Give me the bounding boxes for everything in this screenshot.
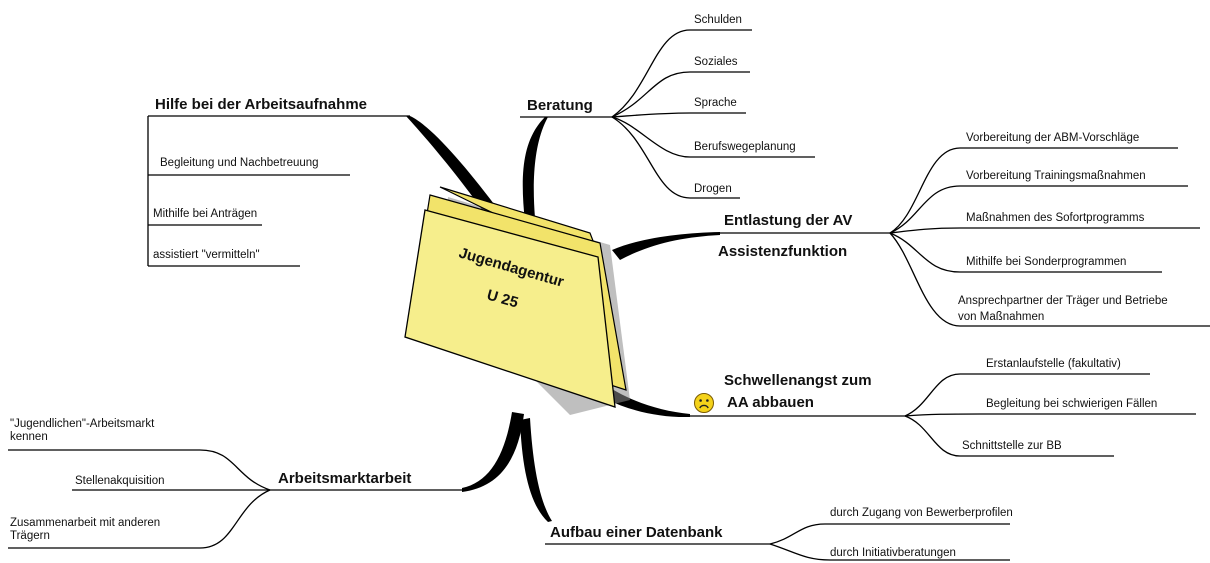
entlastung-item-2: Vorbereitung Trainingsmaßnahmen (966, 170, 1146, 182)
branch-arbeitsmarkt-connector (462, 412, 524, 492)
entlastung-item-6: von Maßnahmen (958, 311, 1045, 323)
branch-datenbank-connector (520, 418, 552, 522)
branch-entlastung-connector (612, 232, 720, 260)
branch-entlastung-title: Entlastung der AV (724, 212, 853, 229)
folder-front (404, 209, 616, 408)
schwellen-item-1: Erstanlaufstelle (fakultativ) (986, 358, 1121, 370)
branch-beratung-connector (522, 117, 548, 222)
beratung-item-3: Sprache (694, 97, 737, 109)
arbeitsmarkt-item-2: Stellenakquisition (75, 475, 165, 487)
branch-schwellen-title-line2: AA abbauen (727, 394, 814, 411)
entlastung-item-3: Maßnahmen des Sofortprogramms (966, 212, 1145, 224)
hilfe-item-2: Mithilfe bei Anträgen (153, 208, 258, 220)
branch-entlastung-subtitle: Assistenzfunktion (718, 243, 848, 260)
datenbank-item-1: durch Zugang von Bewerberprofilen (830, 507, 1013, 519)
entlastung-item-5: Ansprechpartner der Träger und Betriebe (958, 295, 1168, 307)
beratung-item-1: Schulden (694, 14, 742, 26)
beratung-item-2: Soziales (694, 56, 738, 68)
branch-hilfe-connector (406, 116, 500, 218)
sad-face-icon (694, 393, 714, 413)
schwellen-item-3: Schnittstelle zur BB (962, 440, 1062, 452)
arbeitsmarkt-item-1: "Jugendlichen"-Arbeitsmarkt kennen (10, 418, 155, 444)
hilfe-item-1: Begleitung und Nachbetreuung (160, 157, 319, 169)
branch-datenbank-title: Aufbau einer Datenbank (550, 524, 723, 541)
branch-schwellen-title-line1: Schwellenangst zum (724, 372, 872, 389)
arbeitsmarkt-item-3: Zusammenarbeit mit anderen Trägern (10, 517, 161, 543)
datenbank-item-2: durch Initiativberatungen (830, 547, 956, 559)
schwellen-item-2: Begleitung bei schwierigen Fällen (986, 398, 1158, 410)
beratung-item-4: Berufswegeplanung (694, 141, 796, 153)
beratung-item-5: Drogen (694, 183, 732, 195)
hilfe-item-3: assistiert "vermitteln" (153, 249, 260, 261)
branch-hilfe-title: Hilfe bei der Arbeitsaufnahme (155, 96, 367, 113)
branch-arbeitsmarkt-title: Arbeitsmarktarbeit (278, 470, 412, 487)
branch-beratung-title: Beratung (527, 97, 593, 114)
central-folder-icon: Jugendagentur U 25 (404, 186, 630, 415)
entlastung-item-4: Mithilfe bei Sonderprogrammen (966, 256, 1127, 268)
entlastung-item-1: Vorbereitung der ABM-Vorschläge (966, 132, 1140, 144)
